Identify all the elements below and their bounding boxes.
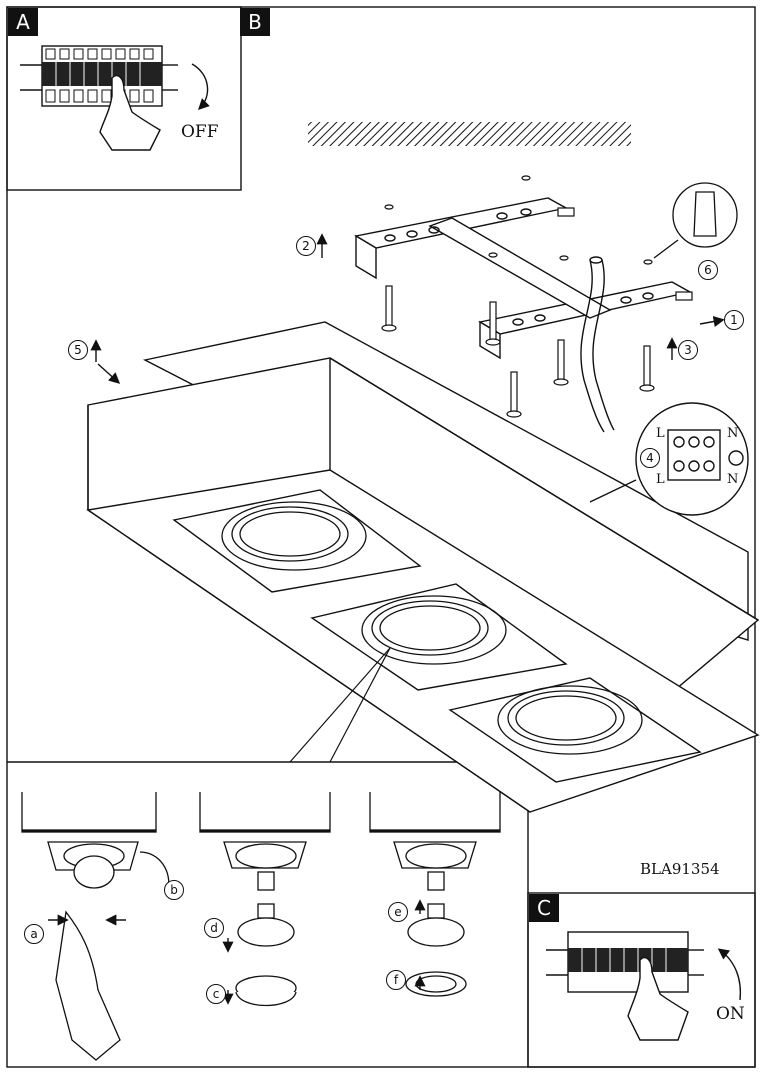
panel-a-tag: A xyxy=(8,8,38,36)
off-label: OFF xyxy=(181,122,219,142)
lamp-replace-step-e-f xyxy=(369,792,501,997)
fixing-screws xyxy=(381,175,693,418)
substep-e-marker: e xyxy=(388,902,408,922)
lamp-removal-step xyxy=(21,792,170,1061)
panel-b-tag: B xyxy=(240,8,270,36)
mounting-bracket xyxy=(354,197,692,360)
step-3-marker: 3 xyxy=(678,340,698,360)
step-4-marker: 4 xyxy=(640,448,660,468)
step-5-marker: 5 xyxy=(68,340,88,360)
substep-b-marker: b xyxy=(164,880,184,900)
spotlight-1 xyxy=(221,501,367,571)
step-6-marker: 6 xyxy=(698,260,718,280)
substep-a-marker: a xyxy=(24,924,44,944)
substep-c-marker: c xyxy=(206,984,226,1004)
step-1-marker: 1 xyxy=(724,310,744,330)
terminal-block-detail xyxy=(589,402,749,516)
panel-c-tag: C xyxy=(529,894,559,922)
breaker-off-illustration xyxy=(20,45,210,151)
substep-f-marker: f xyxy=(386,970,406,990)
wall-plug-detail xyxy=(653,182,738,259)
neutral-label-bottom: N xyxy=(727,472,739,487)
neutral-label-top: N xyxy=(727,426,739,441)
panel-c-frame xyxy=(527,892,756,1068)
step-2-marker: 2 xyxy=(296,236,316,256)
live-label-bottom: L xyxy=(656,472,665,487)
substep-d-marker: d xyxy=(204,918,224,938)
spotlight-fixture xyxy=(86,321,760,813)
lamp-replace-step-d-c xyxy=(199,792,331,1007)
panel-a-frame xyxy=(6,6,242,191)
spotlight-3 xyxy=(497,685,643,755)
product-code: BLA91354 xyxy=(640,860,720,878)
ceiling-hatch xyxy=(308,122,631,146)
spotlight-2 xyxy=(361,595,507,665)
on-label: ON xyxy=(716,1004,745,1024)
breaker-on-illustration xyxy=(546,931,742,1041)
mains-cable xyxy=(580,256,615,433)
live-label-top: L xyxy=(656,426,665,441)
